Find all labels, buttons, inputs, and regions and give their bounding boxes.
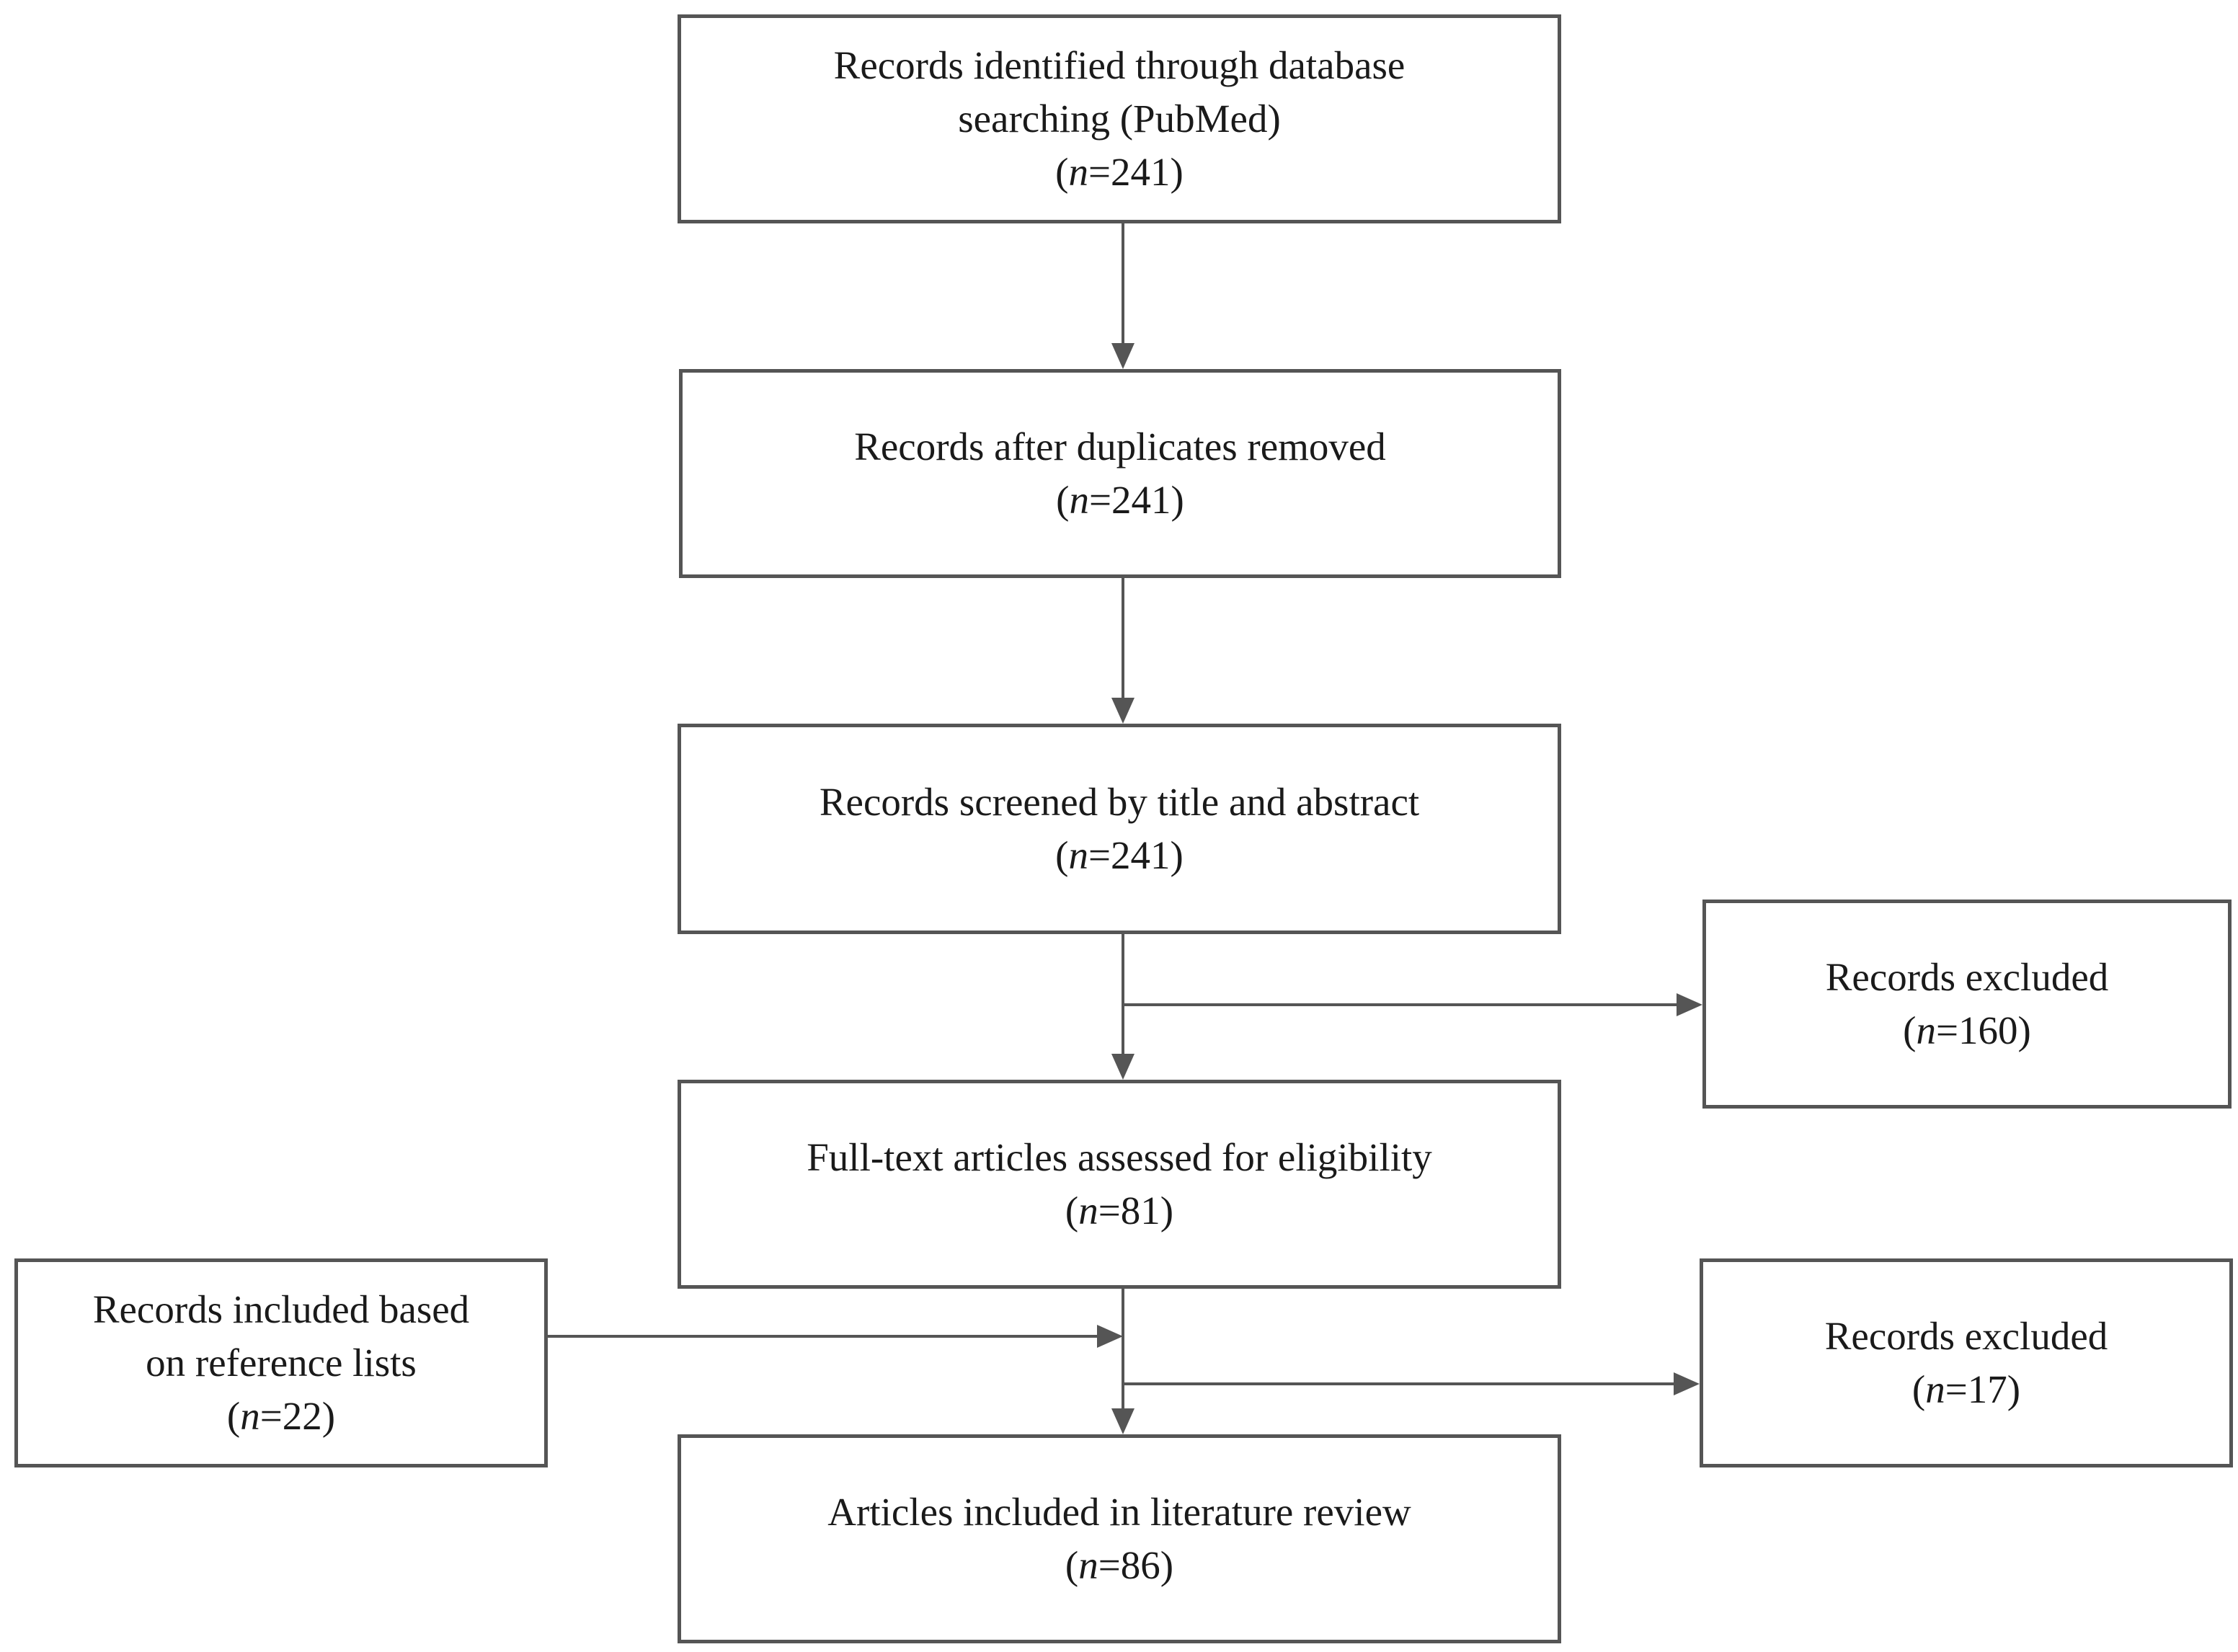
count-value: =17	[1945, 1367, 2007, 1411]
count-value: =86	[1098, 1543, 1160, 1587]
box-articles-included-line-1: Articles included in literature review	[827, 1490, 1411, 1534]
arrowhead-included	[1111, 1408, 1134, 1434]
box-full-text-assessed: Full-text articles assessed for eligibil…	[678, 1080, 1561, 1289]
count-value: =160	[1935, 1008, 2018, 1052]
n-symbol: n	[1078, 1543, 1098, 1587]
count-value: =241	[1088, 478, 1171, 522]
n-symbol: n	[1069, 478, 1089, 522]
n-symbol: n	[1068, 833, 1088, 877]
box-articles-included: Articles included in literature review (…	[678, 1434, 1561, 1643]
count-value: =22	[259, 1394, 322, 1438]
box-records-excluded-full-text-line-1: Records excluded	[1824, 1314, 2108, 1358]
count-value: =241	[1088, 833, 1171, 877]
n-symbol: n	[240, 1394, 260, 1438]
n-symbol: n	[1078, 1189, 1098, 1233]
box-records-screened-count: (n=241)	[1055, 833, 1184, 877]
box-reference-lists-count: (n=22)	[226, 1394, 336, 1438]
arrowhead-reference-lists	[1097, 1325, 1123, 1348]
box-reference-lists-line-2: on reference lists	[146, 1341, 417, 1385]
n-symbol: n	[1916, 1008, 1936, 1052]
box-records-excluded-full-text-count: (n=17)	[1911, 1367, 2021, 1411]
box-articles-included-count: (n=86)	[1065, 1543, 1174, 1587]
box-records-excluded-screening-line-1: Records excluded	[1825, 955, 2109, 999]
box-records-screened: Records screened by title and abstract (…	[678, 724, 1561, 934]
n-symbol: n	[1925, 1367, 1945, 1411]
arrowhead-excluded-160	[1677, 993, 1702, 1016]
arrowhead-excluded-17	[1674, 1372, 1700, 1395]
box-full-text-assessed-line-1: Full-text articles assessed for eligibil…	[807, 1135, 1432, 1179]
box-reference-lists: Records included based on reference list…	[14, 1258, 548, 1467]
n-symbol: n	[1068, 150, 1088, 194]
count-value: =81	[1098, 1189, 1160, 1233]
box-duplicates-removed-count: (n=241)	[1056, 478, 1184, 522]
box-records-identified-count: (n=241)	[1055, 150, 1184, 194]
box-records-screened-line-1: Records screened by title and abstract	[819, 780, 1420, 824]
box-duplicates-removed: Records after duplicates removed (n=241)	[679, 369, 1561, 578]
arrowhead-screened	[1111, 698, 1134, 724]
arrowhead-fulltext	[1111, 1054, 1134, 1080]
box-records-excluded-screening-count: (n=160)	[1903, 1008, 2031, 1052]
box-records-identified-line-1: Records identified through database	[833, 43, 1406, 87]
box-records-identified: Records identified through database sear…	[678, 14, 1561, 223]
count-value: =241	[1088, 150, 1171, 194]
box-records-excluded-full-text: Records excluded (n=17)	[1700, 1258, 2233, 1467]
arrowhead-duplicates	[1111, 343, 1134, 369]
box-records-identified-line-2: searching (PubMed)	[958, 97, 1281, 141]
box-duplicates-removed-line-1: Records after duplicates removed	[854, 425, 1386, 468]
box-full-text-assessed-count: (n=81)	[1065, 1189, 1174, 1233]
box-records-excluded-screening: Records excluded (n=160)	[1702, 900, 2232, 1109]
box-reference-lists-line-1: Records included based	[92, 1287, 470, 1331]
